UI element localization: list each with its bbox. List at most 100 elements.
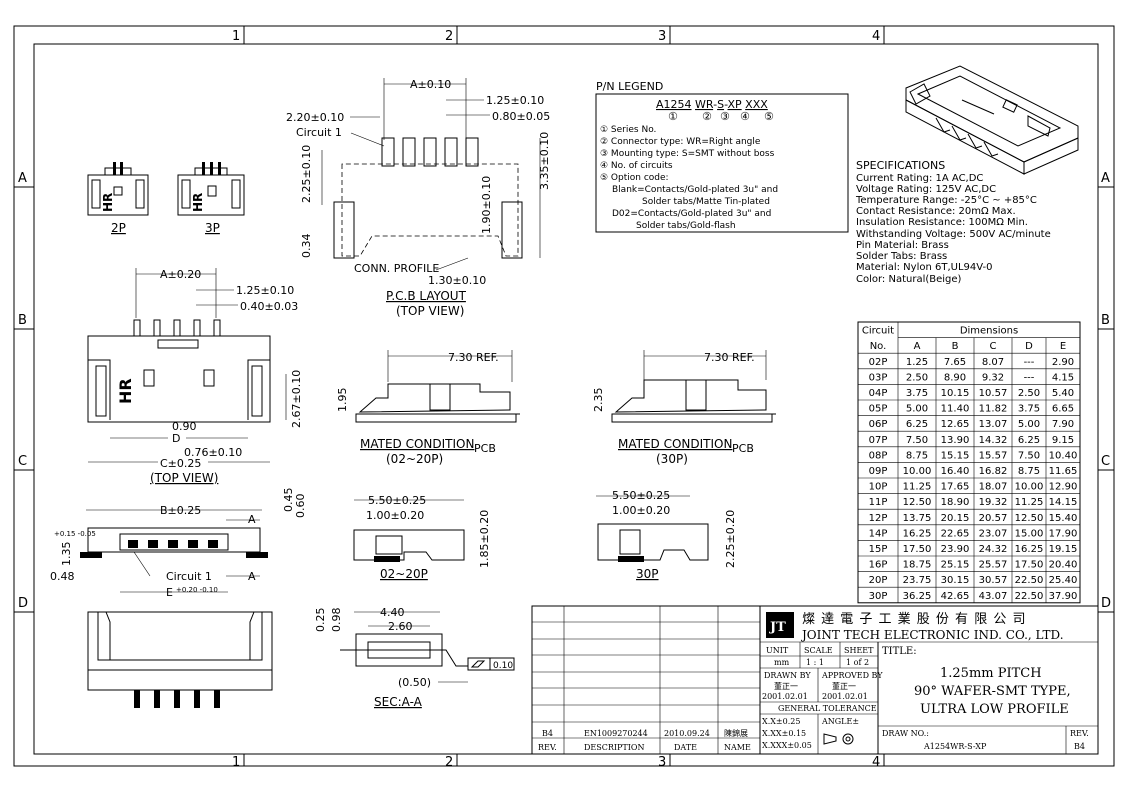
table-cell: 25.57 [979, 560, 1008, 571]
pcb-130-dim: 1.30±0.10 [428, 274, 486, 287]
company-name-en: JOINT TECH ELECTRONIC IND. CO., LTD. [800, 628, 1064, 642]
hr-mark-3p: HR [191, 193, 205, 212]
pcb-225-dim: 2.25±0.10 [300, 145, 313, 203]
top-view: A±0.20 1.25±0.10 0.40±0.03 HR 0.90 D 0.7… [87, 268, 303, 485]
side2-550-dim: 5.50±0.25 [612, 489, 670, 502]
spec-title: SPECIFICATIONS [856, 159, 945, 172]
table-cell: 17.90 [1049, 528, 1078, 539]
pn-item-2: ② Connector type: WR=Right angle [600, 137, 761, 147]
table-cell: 16.40 [941, 466, 970, 477]
table-cell: 07P [869, 435, 888, 446]
col-label-3: 3 [658, 29, 666, 44]
table-cell: 2.50 [906, 372, 928, 383]
table-cell: --- [1024, 372, 1035, 383]
table-cell: 12.90 [1049, 482, 1078, 493]
sheet-label: SHEET [844, 646, 874, 655]
pn-mark-2: ② [702, 110, 712, 123]
title-block: B4 EN1009270244 2010.09.24 陳錦展 REV. DESC… [531, 605, 1099, 755]
pn-code: A1254 WR-S-XP XXX [656, 98, 768, 111]
sec-flatness-value: 0.10 [493, 661, 513, 671]
general-tolerance-label: GENERAL TOLERANCE [778, 704, 877, 713]
table-cell: 25.40 [1049, 575, 1078, 586]
pcb-circuit1-label: Circuit 1 [296, 126, 342, 139]
table-cell: 04P [869, 388, 888, 399]
table-cell: 23.07 [979, 528, 1008, 539]
drawn-by-label: DRAWN BY [764, 671, 811, 680]
table-cell: 11.65 [1049, 466, 1078, 477]
section-a-a: 0.25 0.98 4.40 2.60 0.10 (0.50) SEC:A-A [314, 606, 515, 709]
approved-by-name: 董正一 [832, 681, 856, 691]
table-cell: 8.07 [982, 357, 1004, 368]
table-cell: 13.07 [979, 419, 1008, 430]
col-label-3-bottom: 3 [658, 755, 666, 770]
table-cell: 18.90 [941, 497, 970, 508]
table-circuit-header: Circuit [862, 326, 894, 337]
pn-mark-4: ④ [740, 110, 750, 123]
label-3p: 3P [205, 221, 220, 235]
table-cell: 16.25 [1015, 544, 1044, 555]
front-135-dim: 1.35 [60, 542, 73, 567]
table-cell: 3.75 [906, 388, 928, 399]
top-hr-mark: HR [116, 378, 135, 404]
table-cell: 20P [869, 575, 888, 586]
spec-line-10: Color: Natural(Beige) [856, 274, 962, 285]
col-label-2: 2 [445, 29, 453, 44]
table-cell: 19.32 [979, 497, 1008, 508]
side1-550-dim: 5.50±0.25 [368, 494, 426, 507]
spec-line-5: Insulation Resistance: 100MΩ Min. [856, 217, 1028, 228]
side-view-1: 5.50±0.25 1.00±0.20 1.85±0.20 02~20P [353, 494, 491, 581]
spec-line-3: Temperature Range: -25°C ~ +85°C [855, 195, 1037, 206]
pcb-pitch-dim: 1.25±0.10 [486, 94, 544, 107]
table-cell: 05P [869, 404, 888, 415]
table-cell: 5.00 [906, 404, 928, 415]
company-logo-text: JT [769, 620, 786, 635]
pcb-subtitle: (TOP VIEW) [396, 304, 464, 318]
table-cell: 22.50 [1015, 591, 1044, 602]
rev-entry-rev: B4 [542, 729, 553, 738]
sec-050-dim: (0.50) [398, 676, 431, 689]
company-logo [766, 612, 794, 638]
table-col-header-d: D [1025, 341, 1033, 352]
row-label-b: B [18, 313, 27, 328]
table-cell: 18.75 [903, 560, 932, 571]
mated1-title: MATED CONDITION [360, 437, 474, 451]
table-cell: 9.15 [1052, 435, 1074, 446]
angle-label: ANGLE± [821, 717, 859, 726]
sec-260-dim: 2.60 [388, 620, 413, 633]
top-d-dim: D [172, 432, 180, 445]
side-view-2: 5.50±0.25 1.00±0.20 2.25±0.20 30P [596, 489, 737, 581]
table-cell: 18.07 [979, 482, 1008, 493]
title-line-1: 1.25mm PITCH [940, 666, 1042, 681]
mated1-pcb-label: PCB [474, 442, 496, 455]
rev-header-name: NAME [724, 743, 751, 752]
tolerance-line-3: X.XXX±0.05 [762, 741, 812, 750]
approved-by-date: 2001.02.01 [822, 692, 868, 701]
spec-line-8: Solder Tabs: Brass [856, 251, 947, 262]
outer-frame [13, 25, 1115, 767]
side1-100-dim: 1.00±0.20 [366, 509, 424, 522]
table-cell: 10.57 [979, 388, 1008, 399]
front-045-dim: 0.45 [282, 488, 295, 513]
pn-item-4: ④ No. of circuits [600, 161, 673, 171]
table-cell: 15.40 [1049, 513, 1078, 524]
table-cell: 36.25 [903, 591, 932, 602]
row-label-d: D [18, 596, 28, 611]
row-markers: A B C D A B C D [14, 171, 1114, 613]
column-markers: 1 2 3 4 1 2 3 4 [232, 26, 885, 770]
sec-098-dim: 0.98 [330, 608, 343, 633]
mated2-pcb-label: PCB [732, 442, 754, 455]
spec-line-6: Withstanding Voltage: 500V AC/minute [856, 229, 1051, 240]
col-label-1: 1 [232, 29, 240, 44]
table-cell: 30.15 [941, 575, 970, 586]
rev-entry-description: EN1009270244 [584, 729, 648, 738]
rev-entry-date: 2010.09.24 [664, 729, 710, 738]
rev-header-description: DESCRIPTION [584, 743, 644, 752]
table-cell: 2.50 [1018, 388, 1040, 399]
pcb-335-dim: 3.35±0.10 [538, 132, 551, 190]
pn-mark-5: ⑤ [764, 110, 774, 123]
tolerance-line-1: X.X±0.25 [762, 717, 800, 726]
row-label-b-right: B [1101, 313, 1110, 328]
title-label: TITLE: [882, 646, 917, 657]
spec-line-4: Contact Resistance: 20mΩ Max. [856, 206, 1016, 217]
